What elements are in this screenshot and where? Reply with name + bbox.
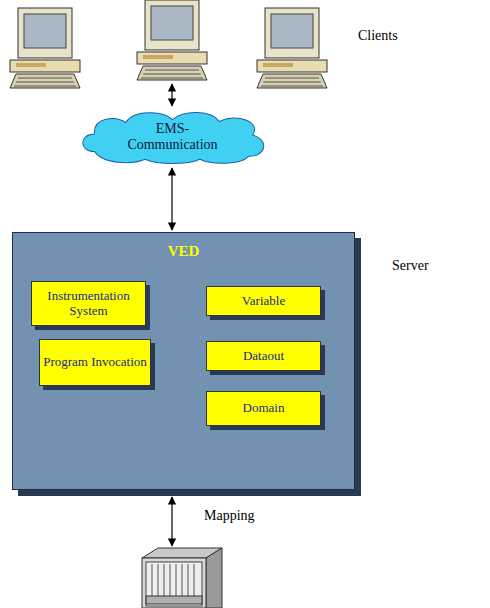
crate-icon [142, 548, 222, 608]
side-label: Mapping [204, 508, 255, 524]
side-label: Clients [358, 28, 398, 44]
box-label: Program Invocation [43, 355, 147, 370]
module-box: Instrumentation System [31, 281, 146, 326]
module-box: Domain [206, 391, 321, 426]
double-arrow [171, 84, 172, 106]
server-title: VED [13, 243, 354, 260]
computer-icon [10, 8, 80, 88]
computer-icon [137, 0, 207, 80]
server-box: VED Instrumentation SystemProgram Invocat… [12, 232, 355, 490]
module-box: Program Invocation [39, 339, 151, 386]
cloud-shape: EMS-Communication [75, 108, 270, 166]
double-arrow [171, 497, 172, 546]
box-label: Instrumentation System [32, 289, 145, 319]
module-box: Variable [206, 286, 321, 316]
box-label: EMS-Communication [123, 121, 223, 153]
box-label: Dataout [243, 349, 284, 364]
box-label: Variable [242, 294, 285, 309]
double-arrow [171, 168, 172, 230]
computer-icon [257, 8, 327, 88]
box-label: Domain [243, 401, 285, 416]
module-box: Dataout [206, 341, 321, 371]
side-label: Server [392, 258, 429, 274]
